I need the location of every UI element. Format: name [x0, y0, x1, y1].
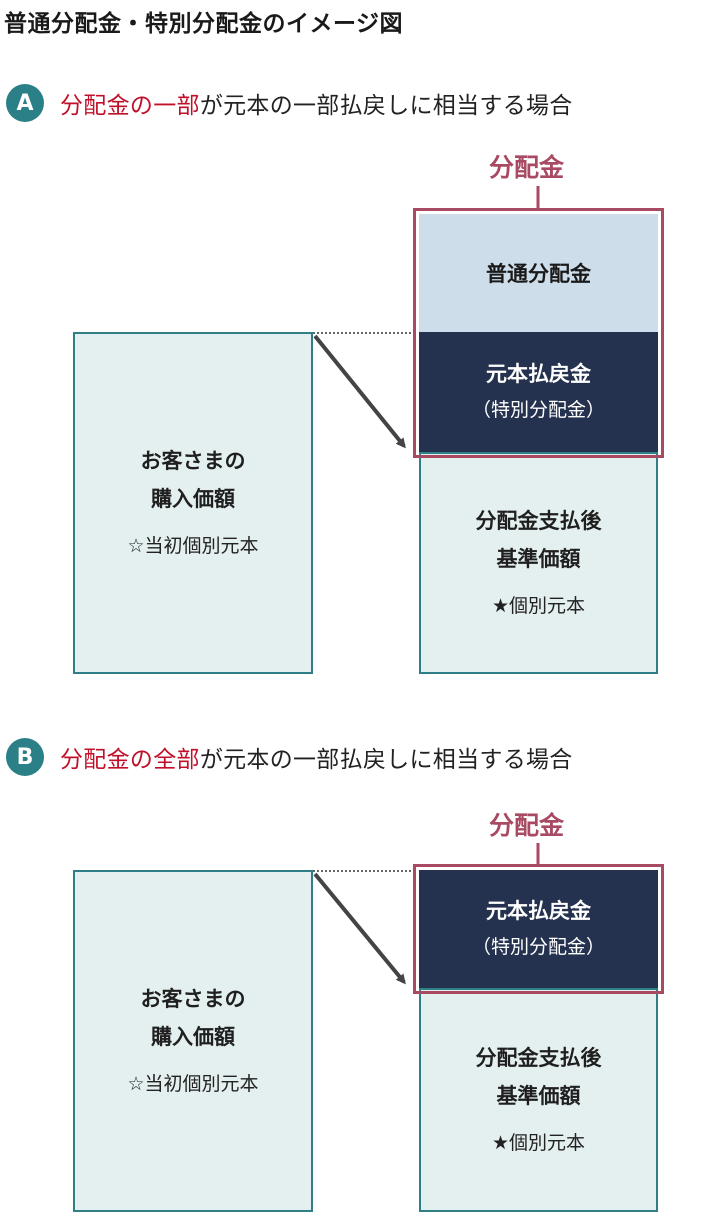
section-a-heading-rest: が元本の一部払戻しに相当する場合 — [199, 93, 573, 119]
section-b-purchase-box: お客さまの 購入価額 ☆当初個別元本 — [73, 870, 313, 1212]
section-a-principal-refund-cell: 元本払戻金 （特別分配金） — [419, 332, 658, 452]
section-a-distribution-frame — [413, 208, 664, 458]
section-b-heading-highlight: 分配金の全部 — [60, 747, 200, 773]
section-b-purchase-line2: 購入価額 — [151, 1025, 235, 1049]
section-b-purchase-note: ☆当初個別元本 — [127, 1073, 259, 1095]
section-b-header: B 分配金の全部が元本の一部払戻しに相当する場合 — [6, 738, 573, 776]
section-b-badge: B — [6, 738, 44, 776]
section-a-arrow — [313, 334, 406, 449]
section-b-after-box: 分配金支払後 基準価額 ★個別元本 — [419, 988, 658, 1212]
section-a-principal-refund-label: 元本払戻金 — [486, 362, 591, 386]
section-a-header: A 分配金の一部が元本の一部払戻しに相当する場合 — [6, 84, 573, 122]
section-b-heading-rest: が元本の一部払戻しに相当する場合 — [199, 747, 573, 773]
section-b-distribution-label: 分配金 — [489, 811, 565, 840]
section-a-after-note: ★個別元本 — [491, 595, 586, 617]
section-a-badge: A — [6, 84, 44, 122]
section-a-special-dist-label: （特別分配金） — [471, 399, 605, 421]
section-b-distribution-frame — [413, 864, 664, 994]
section-a-heading-highlight: 分配金の一部 — [60, 93, 200, 119]
section-b-arrow — [313, 872, 406, 985]
section-a-purchase-line2: 購入価額 — [151, 487, 235, 511]
page-title: 普通分配金・特別分配金のイメージ図 — [4, 11, 404, 37]
section-a-after-line2: 基準価額 — [496, 547, 581, 571]
section-a-after-line1: 分配金支払後 — [475, 509, 602, 533]
section-b-after-note: ★個別元本 — [491, 1132, 586, 1154]
section-b-after-line1: 分配金支払後 — [475, 1046, 602, 1070]
section-a-purchase-box: お客さまの 購入価額 ☆当初個別元本 — [73, 332, 313, 674]
section-a-ordinary-dist-label: 普通分配金 — [486, 262, 591, 286]
section-a-heading: 分配金の一部が元本の一部払戻しに相当する場合 — [60, 86, 573, 120]
section-a-ordinary-dist-cell: 普通分配金 — [419, 214, 658, 332]
section-b-after-line2: 基準価額 — [496, 1084, 581, 1108]
section-b-principal-refund-cell: 元本払戻金 （特別分配金） — [419, 870, 658, 988]
section-a-distribution-label: 分配金 — [489, 153, 565, 182]
section-a-purchase-line1: お客さまの — [140, 449, 246, 473]
section-b-heading: 分配金の全部が元本の一部払戻しに相当する場合 — [60, 740, 573, 774]
section-b-principal-refund-label: 元本払戻金 — [486, 899, 591, 923]
section-a-after-box: 分配金支払後 基準価額 ★個別元本 — [419, 452, 658, 674]
section-b-purchase-line1: お客さまの — [140, 987, 246, 1011]
section-b-special-dist-label: （特別分配金） — [471, 936, 605, 958]
section-a-purchase-note: ☆当初個別元本 — [127, 535, 259, 557]
